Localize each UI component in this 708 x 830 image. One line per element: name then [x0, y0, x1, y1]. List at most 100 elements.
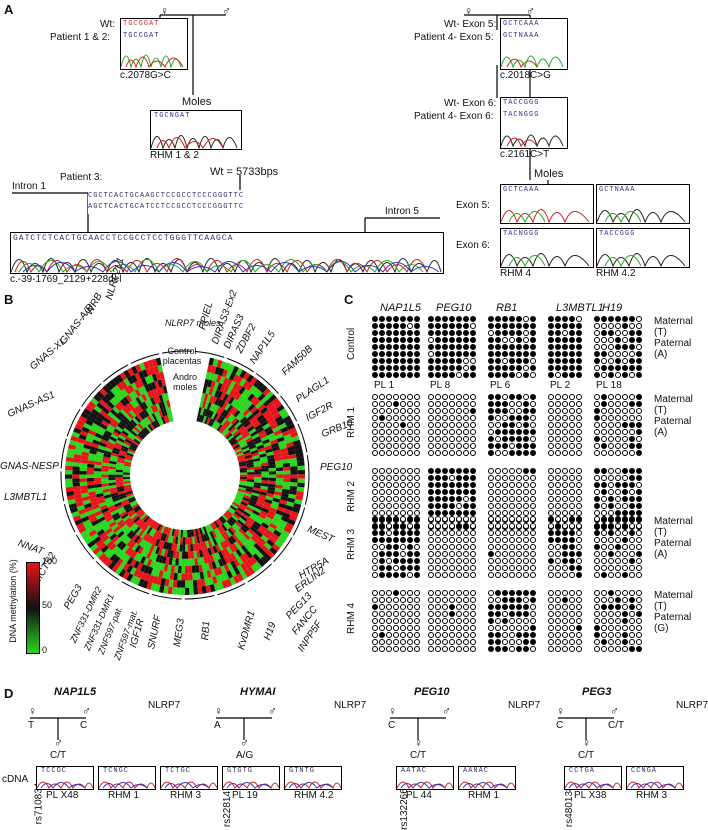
heatmap-cell [141, 419, 148, 427]
heatmap-cell [133, 552, 141, 561]
cpg-site [414, 530, 420, 536]
heatmap-cell [111, 449, 120, 455]
cpg-site [488, 408, 494, 414]
cpg-site [428, 372, 434, 378]
heatmap-cell [256, 414, 265, 422]
cpg-site [516, 429, 522, 435]
cpg-site [629, 565, 635, 571]
heatmap-cell [220, 557, 227, 566]
chromatogram-sequence: GTGTG [227, 767, 254, 775]
cpg-site [576, 639, 582, 645]
cpg-site [495, 316, 501, 322]
cpg-site [530, 625, 536, 631]
heatmap-cell [87, 487, 96, 493]
cpg-site [576, 572, 582, 578]
cpg-site [463, 523, 469, 529]
cpg-site [435, 558, 441, 564]
heatmap-cell [246, 439, 255, 446]
chromatogram-sequence: TCCGC [41, 767, 68, 775]
cpg-site [393, 510, 399, 516]
cpg-site [386, 572, 392, 578]
heatmap-cell [108, 463, 117, 468]
heatmap-cell [98, 399, 107, 407]
cpg-site [428, 632, 434, 638]
heatmap-cell [126, 509, 135, 516]
cpg-site [530, 632, 536, 638]
heatmap-cell [200, 527, 206, 535]
cpg-site [502, 597, 508, 603]
heatmap-cell [254, 471, 262, 475]
cpg-site [548, 436, 554, 442]
cpg-site [379, 625, 385, 631]
cpg-site [386, 323, 392, 329]
gene-gnas-nesp: GNAS-NESP [0, 461, 59, 472]
cpg-site [470, 496, 476, 502]
cpg-site [449, 337, 455, 343]
heatmap-cell [210, 411, 217, 420]
heatmap-cell [211, 530, 217, 538]
cpg-site [608, 316, 614, 322]
cpg-site [470, 565, 476, 571]
cpg-site [594, 351, 600, 357]
heatmap-cell [204, 416, 209, 425]
heatmap-cell [157, 539, 163, 548]
cpg-site [456, 537, 462, 543]
heatmap-cell [296, 456, 305, 463]
cpg-site [495, 475, 501, 481]
heatmap-cell [73, 453, 82, 460]
methylation-grid [488, 590, 536, 652]
cpg-site [569, 337, 575, 343]
cpg-site [523, 351, 529, 357]
cpg-site [449, 565, 455, 571]
cpg-site [407, 510, 413, 516]
heatmap-cell [259, 456, 268, 461]
cpg-site [407, 646, 413, 652]
cpg-site [386, 523, 392, 529]
heatmap-cell [252, 455, 260, 460]
heatmap-cell [129, 410, 137, 418]
cpg-site [456, 330, 462, 336]
heatmap-cell [242, 432, 251, 439]
heatmap-cell [158, 409, 164, 418]
cpg-site [509, 337, 515, 343]
cpg-site [636, 415, 642, 421]
cpg-site [435, 551, 441, 557]
heatmap-cell [249, 526, 258, 534]
cpg-site [435, 639, 441, 645]
heatmap-cell [95, 550, 104, 559]
heatmap-cell [167, 564, 172, 573]
chromatogram-rhm4-ex5: GCTCAAA [500, 184, 594, 224]
heatmap-cell [139, 403, 146, 411]
cpg-site [495, 625, 501, 631]
cpg-site [400, 436, 406, 442]
gene-title-hymai: HYMAI [240, 686, 276, 698]
cpg-site [636, 443, 642, 449]
heatmap-cell [222, 410, 230, 419]
heatmap-cell [196, 535, 201, 544]
cpg-site [555, 394, 561, 400]
cpg-site [488, 422, 494, 428]
cpg-site [615, 450, 621, 456]
cpg-site [629, 558, 635, 564]
heatmap-cell [265, 402, 274, 410]
heatmap-cell [266, 492, 275, 498]
cpg-site [442, 516, 448, 522]
heatmap-cell [130, 550, 138, 559]
cpg-site [548, 323, 554, 329]
cpg-site [594, 365, 600, 371]
cpg-site [400, 330, 406, 336]
heatmap-cell [150, 397, 156, 406]
heatmap-cell [150, 568, 157, 577]
cpg-site [463, 646, 469, 652]
cpg-site [488, 401, 494, 407]
cpg-site [530, 503, 536, 509]
cpg-site [622, 365, 628, 371]
heatmap-cell [226, 510, 233, 517]
heatmap-cell [242, 496, 250, 502]
heatmap-cell [204, 578, 210, 586]
cpg-site [523, 639, 529, 645]
heatmap-cell [153, 420, 159, 428]
cpg-site [393, 632, 399, 638]
heatmap-cell [245, 423, 253, 430]
heatmap-cell [242, 447, 250, 453]
